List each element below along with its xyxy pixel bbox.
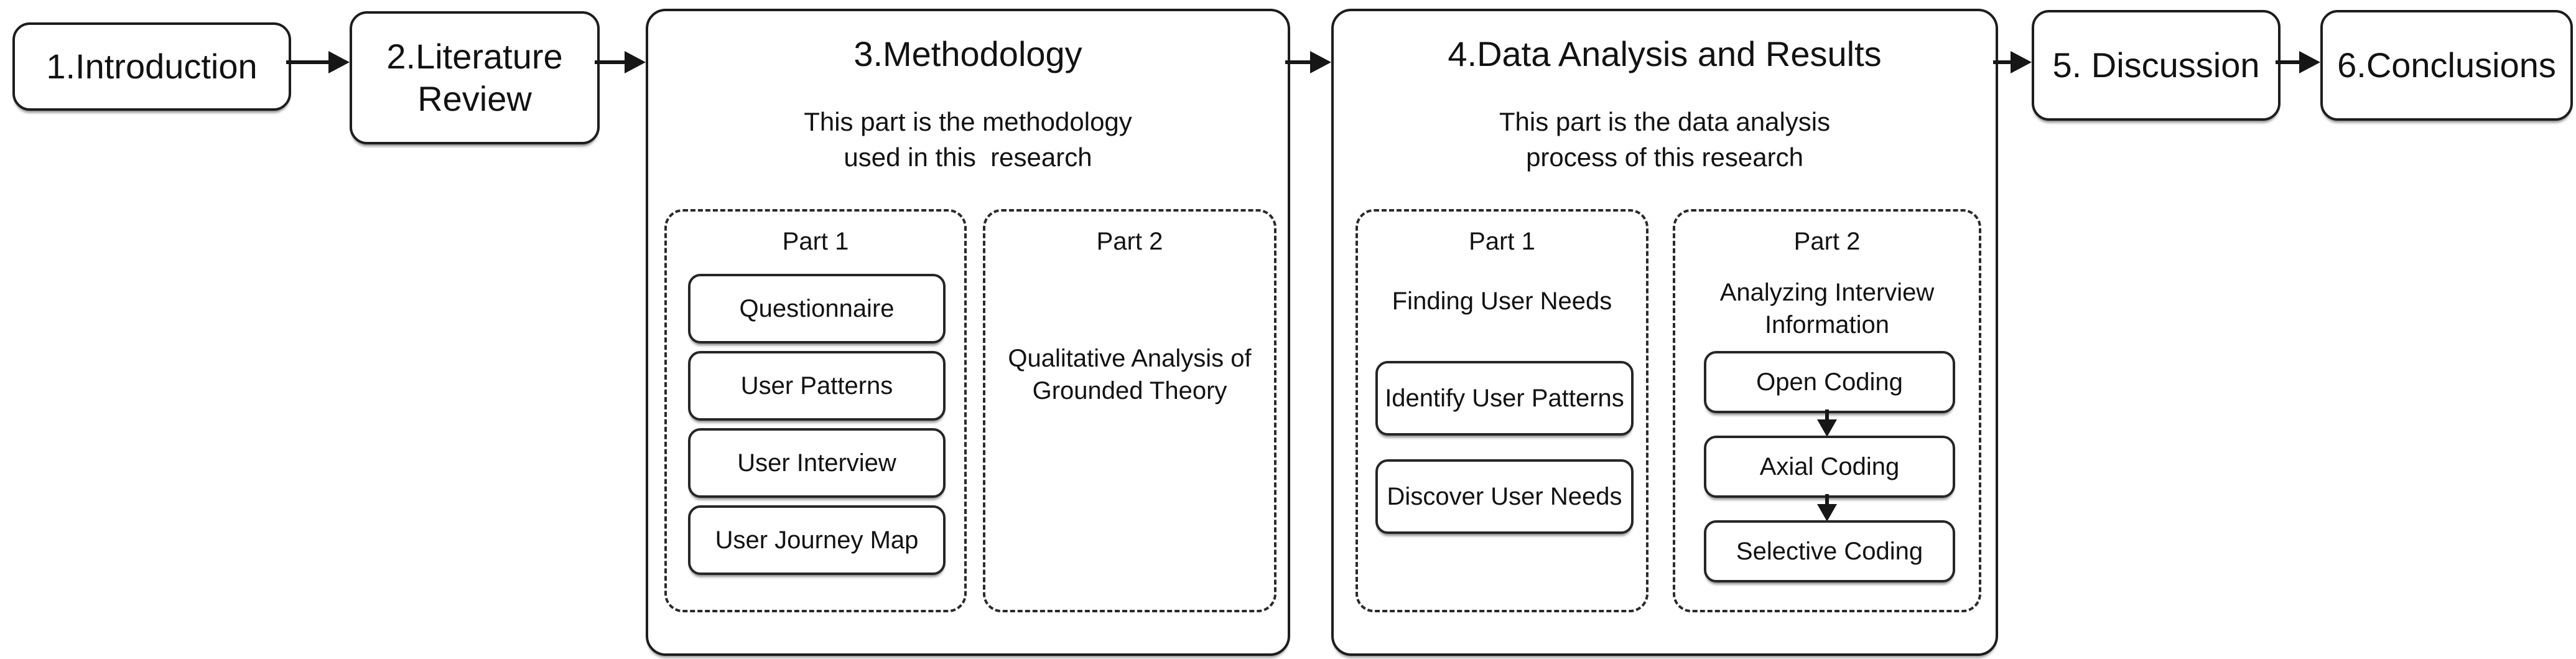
step-conclusions: 6.Conclusions <box>2320 10 2573 121</box>
methodology-part1-label: Part 1 <box>782 228 849 255</box>
methodology-part1-panel: Part 1 Questionnaire User Patterns User … <box>664 209 967 612</box>
analysis-part1-heading: Finding User Needs <box>1392 287 1612 315</box>
stage-methodology: 3.Methodology This part is the methodolo… <box>646 9 1290 656</box>
methodology-title: 3.Methodology <box>853 34 1082 73</box>
arrow-axial-to-selective-icon <box>1825 494 1829 504</box>
data-analysis-subtitle: This part is the data analysis process o… <box>1499 107 1831 172</box>
analysis-part1-label: Part 1 <box>1469 228 1535 255</box>
item-user-journey-map: User Journey Map <box>688 505 946 575</box>
arrow-methodology-to-analysis-icon <box>1285 60 1310 64</box>
arrow-introduction-to-literature-icon <box>286 60 328 64</box>
methodology-part2-panel: Part 2 Qualitative Analysis of Grounded … <box>983 209 1276 612</box>
item-selective-coding: Selective Coding <box>1704 520 1955 582</box>
step-discussion: 5. Discussion <box>2032 10 2281 121</box>
stage-data-analysis: 4.Data Analysis and Results This part is… <box>1331 9 1998 656</box>
methodology-part2-text: Qualitative Analysis of Grounded Theory <box>1008 345 1252 404</box>
item-user-interview: User Interview <box>688 428 946 498</box>
methodology-part2-label: Part 2 <box>1096 228 1163 255</box>
step-literature-review: 2.Literature Review <box>350 11 600 144</box>
item-questionnaire: Questionnaire <box>688 274 946 344</box>
data-analysis-title: 4.Data Analysis and Results <box>1448 34 1882 73</box>
arrow-open-to-axial-icon <box>1825 409 1829 419</box>
arrow-discussion-to-conclusions-icon <box>2276 60 2299 64</box>
step-introduction: 1.Introduction <box>12 22 291 111</box>
arrow-literature-to-methodology-icon <box>595 60 625 64</box>
methodology-subtitle: This part is the methodology used in thi… <box>804 107 1132 172</box>
analysis-part1-panel: Part 1 Finding User Needs Identify User … <box>1355 209 1648 612</box>
analysis-part2-heading: Analyzing Interview Information <box>1719 279 1935 339</box>
item-axial-coding: Axial Coding <box>1704 436 1955 498</box>
item-discover-user-needs: Discover User Needs <box>1375 459 1634 534</box>
analysis-part2-panel: Part 2 Analyzing Interview Information O… <box>1673 209 1981 612</box>
analysis-part2-label: Part 2 <box>1793 228 1861 255</box>
item-user-patterns: User Patterns <box>688 351 946 421</box>
item-open-coding: Open Coding <box>1704 351 1955 413</box>
arrow-analysis-to-discussion-icon <box>1993 60 2011 64</box>
item-identify-user-patterns: Identify User Patterns <box>1375 361 1634 436</box>
